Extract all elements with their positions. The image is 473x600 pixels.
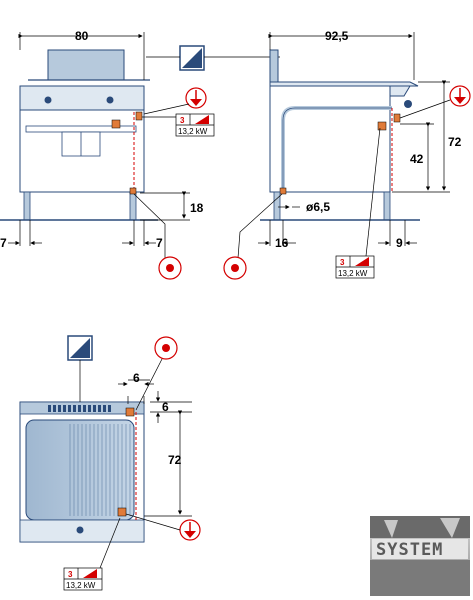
- front-control-panel: [19, 85, 145, 111]
- equipotential-icon-bottom: [67, 335, 93, 361]
- side-depth-label: 92,5: [325, 29, 349, 43]
- side-back-offset-label: 16: [275, 236, 289, 250]
- front-leg-right: [129, 191, 137, 221]
- vent-slot: [88, 405, 91, 412]
- front-left-offset-label: 7: [0, 236, 7, 250]
- ground-icon-top: [179, 519, 201, 541]
- front-width-label: 80: [75, 29, 89, 43]
- top-view: 6 6 72: [19, 335, 201, 591]
- top-vent-slots: [48, 405, 111, 412]
- svg-text:3: 3: [68, 570, 73, 579]
- side-view: 92,5 72 42 ø6,5 16 9: [223, 29, 471, 280]
- side-riser: [269, 49, 279, 83]
- system-logo: SYSTEM: [370, 516, 470, 596]
- front-riser: [47, 49, 125, 81]
- vent-slot: [48, 405, 51, 412]
- vent-slot: [93, 405, 96, 412]
- svg-text:SYSTEM: SYSTEM: [376, 540, 443, 560]
- vent-slot: [108, 405, 111, 412]
- front-leg-height-label: 18: [190, 201, 204, 215]
- side-pipe-diameter-label: ø6,5: [306, 200, 330, 214]
- electric-supply-icon-side: [223, 256, 247, 280]
- front-connection-box: [111, 119, 121, 129]
- svg-text:13,2 kW: 13,2 kW: [338, 269, 368, 278]
- power-label-side: 3 13,2 kW: [335, 255, 375, 279]
- knob-right: [106, 96, 114, 104]
- ground-icon-front: [185, 87, 207, 109]
- front-view: 80 18 7 7 3 13,2 kW: [0, 29, 215, 280]
- front-right-offset-label: 7: [156, 236, 163, 250]
- top-offset-y-label: 6: [162, 400, 169, 414]
- vent-slot: [53, 405, 56, 412]
- side-connection-height-label: 42: [410, 152, 424, 166]
- top-back-strip: [19, 401, 145, 415]
- side-top-surface: [269, 81, 419, 87]
- equipotential-icon-top: [179, 45, 205, 71]
- side-height-label: 72: [448, 135, 462, 149]
- ground-icon-side: [449, 85, 471, 107]
- vent-slot: [98, 405, 101, 412]
- top-knob: [76, 526, 84, 534]
- front-leg-left: [23, 191, 31, 221]
- electric-supply-icon-top: [154, 336, 178, 360]
- vent-slot: [83, 405, 86, 412]
- knob-left: [44, 96, 52, 104]
- side-leg-front: [383, 191, 391, 221]
- electric-supply-icon: [158, 256, 182, 280]
- side-body: [269, 85, 391, 193]
- griddle-ribs: [69, 424, 131, 516]
- vent-slot: [63, 405, 66, 412]
- vent-slot: [103, 405, 106, 412]
- svg-text:3: 3: [340, 258, 345, 267]
- vent-slot: [58, 405, 61, 412]
- side-connection-box: [377, 121, 387, 131]
- svg-text:13,2 kW: 13,2 kW: [66, 581, 96, 590]
- svg-text:3: 3: [180, 116, 185, 125]
- vent-slot: [78, 405, 81, 412]
- top-depth-label: 72: [168, 453, 182, 467]
- side-front-offset-label: 9: [396, 236, 403, 250]
- svg-text:13,2 kW: 13,2 kW: [178, 127, 208, 136]
- vent-slot: [68, 405, 71, 412]
- top-offset-x-label: 6: [133, 371, 140, 385]
- power-label-top: 3 13,2 kW: [63, 567, 103, 591]
- power-label-front: 3 13,2 kW: [175, 113, 215, 137]
- vent-slot: [73, 405, 76, 412]
